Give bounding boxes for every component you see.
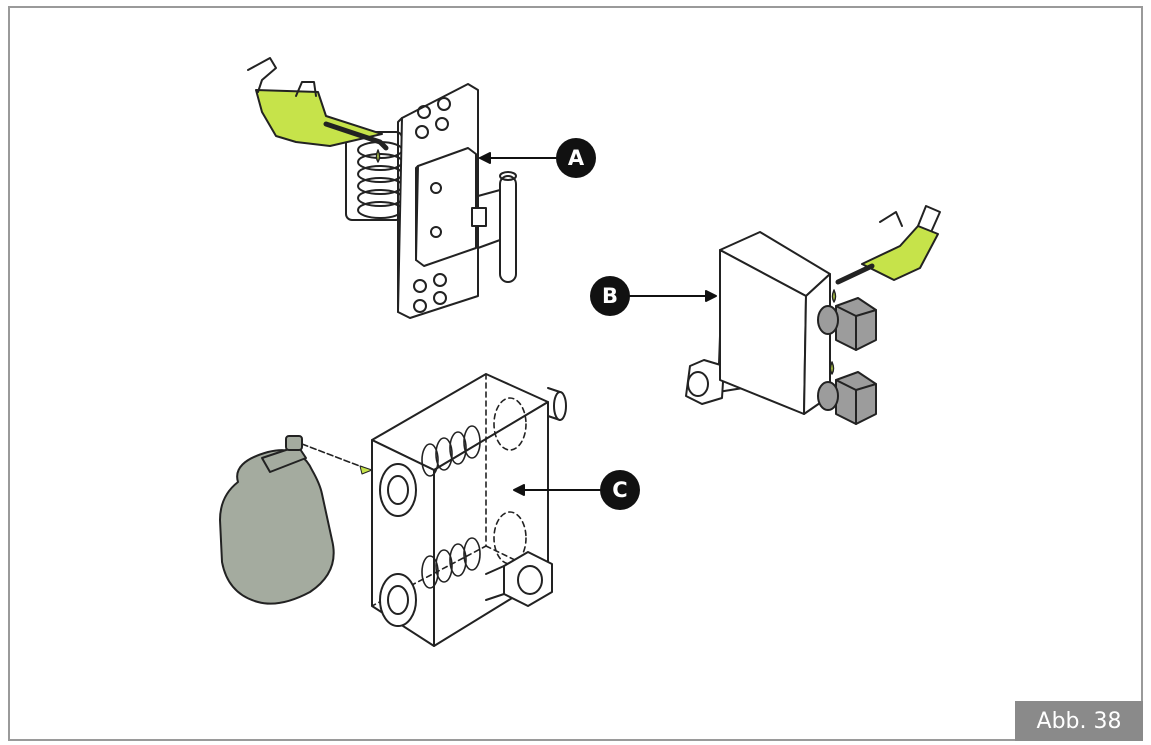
transparent-block-assembly-c — [371, 373, 567, 647]
arrowhead-b — [705, 290, 717, 302]
oil-can-a-icon — [247, 57, 389, 163]
callout-c-label: C — [612, 478, 627, 502]
arrowhead-c — [513, 484, 525, 496]
callout-a-label: A — [568, 146, 585, 170]
spray-bottle-icon — [219, 435, 373, 605]
figure-label: Abb. 38 — [1015, 701, 1143, 741]
arrowhead-a — [479, 152, 491, 164]
oil-can-b-icon — [835, 205, 941, 285]
figure-frame — [8, 6, 1143, 741]
callout-c: C — [600, 470, 640, 510]
spring-coils-a — [345, 131, 403, 221]
callout-b: B — [590, 276, 630, 316]
hinge-assembly-a — [345, 83, 517, 319]
bolt-block-assembly-b — [685, 231, 877, 425]
callout-a: A — [556, 138, 596, 178]
callout-b-label: B — [602, 284, 618, 308]
